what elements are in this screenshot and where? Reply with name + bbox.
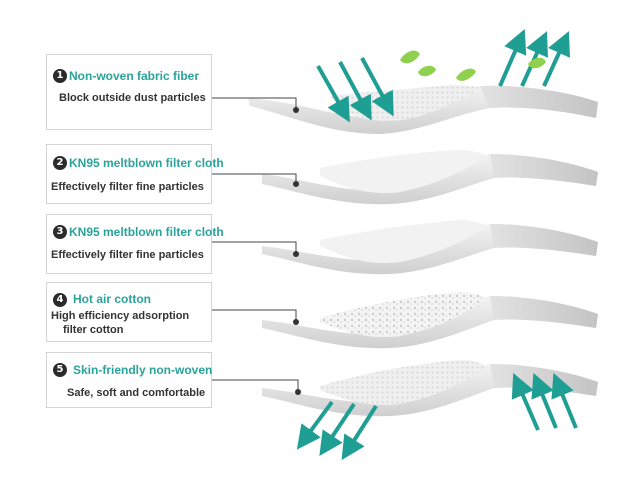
layer-5-title: Skin-friendly non-woven (73, 363, 213, 377)
layer-4-description-line-1: High efficiency adsorption (51, 310, 190, 322)
layer-2-sheet (262, 150, 598, 205)
connector-dots (293, 107, 301, 395)
layer-3-number-badge: 3 (53, 225, 67, 239)
layer-5-number-badge: 5 (53, 363, 67, 377)
airflow-in-arrows-icon (316, 57, 394, 123)
layer-3-description: Effectively filter fine particles (51, 249, 204, 261)
layer-4-title: Hot air cotton (73, 292, 151, 306)
layer-2-title: KN95 meltblown filter cloth (69, 156, 224, 170)
layer-1-title: Non-woven fabric fiber (69, 69, 200, 83)
layer-4-sheet (262, 292, 598, 349)
layer-5-description: Safe, soft and comfortable (67, 387, 206, 399)
layer-4-number-badge: 4 (53, 293, 67, 307)
layer-1-sheet (248, 85, 598, 134)
layer-3-sheet (262, 220, 598, 275)
layer-1-label: 1 Non-woven fabric fiber Block outside d… (46, 54, 212, 130)
layer-1-number-badge: 1 (53, 69, 67, 83)
layer-2-number-badge: 2 (53, 156, 67, 170)
layer-2-description: Effectively filter fine particles (51, 181, 204, 193)
layer-5-label: 5 Skin-friendly non-woven Safe, soft and… (46, 352, 212, 408)
layer-3-title: KN95 meltblown filter cloth (69, 225, 224, 239)
layer-2-label: 2 KN95 meltblown filter cloth Effectivel… (46, 144, 224, 204)
airflow-bottom-out-arrows-icon (296, 400, 378, 461)
connector-lines (212, 97, 299, 392)
layer-4-description-line-2: filter cotton (63, 324, 124, 336)
layer-4-label: 4 Hot air cotton High efficiency adsorpt… (46, 282, 212, 342)
airflow-bottom-in-arrows-icon (511, 372, 578, 431)
leaf-icon (400, 50, 546, 81)
layer-3-label: 3 KN95 meltblown filter cloth Effectivel… (46, 214, 224, 274)
layer-1-description: Block outside dust particles (59, 92, 206, 104)
